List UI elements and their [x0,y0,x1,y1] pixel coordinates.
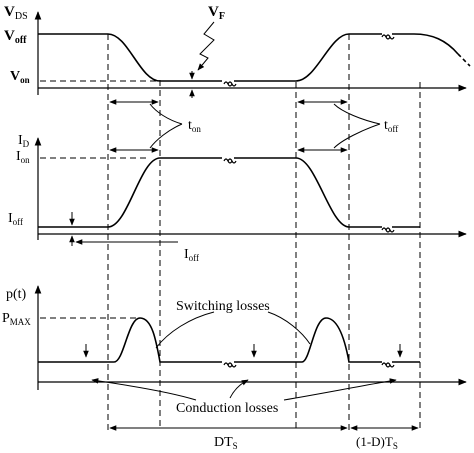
von-level-label: Von [10,69,30,85]
id-waveform [38,157,420,228]
ion-level-label: Ion [16,149,30,165]
id-axis-label: ID [18,133,30,149]
dimension-arrows [109,99,419,431]
vds-waveform [38,33,459,82]
vf-callout-zigzag [197,21,215,71]
voff-level-label: Voff [4,28,27,46]
break-mark-vds-right [381,34,395,40]
ioff-callout-label: Ioff [184,247,199,263]
toff-label: toff [384,118,398,134]
toff-callout-line-lower [333,123,381,149]
axes [34,11,467,390]
conduction-callout-line-mid [229,379,249,399]
dts-label: DTS [214,435,238,451]
conduction-callout-line-left [91,378,197,401]
vds-axis-label: VDS [4,4,28,22]
ioff-level-label: Ioff [8,211,23,227]
ton-callout-line-lower [149,123,183,149]
p-axis-label: p(t) [6,287,27,302]
vf-label: VF [208,4,225,22]
pmax-label: PMAX [2,311,31,327]
power-waveform [38,317,420,363]
vds-tail-dash [457,53,471,67]
waveforms [38,33,471,363]
switching-callout-line-right [267,311,311,345]
ton-callout-line-upper [149,103,183,125]
toff-callout-line-upper [333,103,381,125]
break-mark-vds-mid [223,81,237,87]
ton-label: ton [188,118,201,134]
dashed-guides [40,34,421,430]
conduction-losses-label: Conduction losses [176,401,278,416]
axis-breaks [223,34,395,368]
break-mark-id-mid [223,158,237,164]
off-period-label: (1-D)TS [356,434,398,451]
switching-losses-label: Switching losses [176,299,270,314]
break-mark-p-right [381,362,395,368]
break-mark-p-mid [223,362,237,368]
break-mark-id-right [381,227,395,233]
conduction-callout-line-right [283,378,397,401]
switching-callout-line-left [155,311,215,349]
callout-lines [69,21,403,401]
